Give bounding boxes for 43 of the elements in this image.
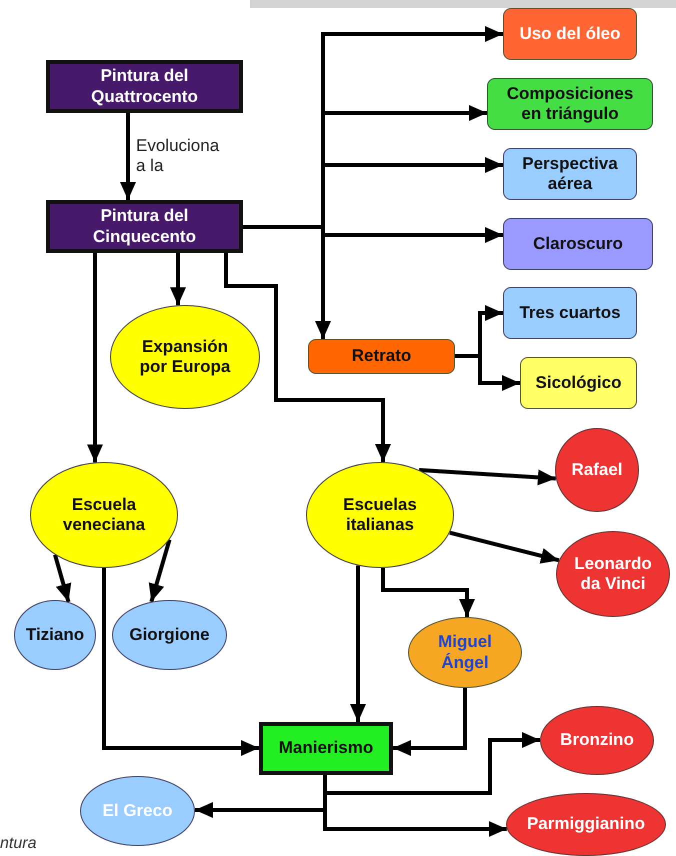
- arrow: [350, 566, 366, 722]
- arrow: [381, 568, 475, 618]
- rounded-box: [503, 287, 637, 339]
- rounded-box: [308, 339, 455, 374]
- node-label: Retrato: [352, 346, 412, 367]
- node-label: Rafael: [571, 460, 623, 480]
- node-label: Expansión por Europa: [138, 336, 232, 378]
- arrow: [102, 568, 259, 756]
- node-label: Parmiggianino: [526, 814, 646, 835]
- node-label: Uso del óleo: [519, 24, 621, 44]
- node-label: El Greco: [102, 800, 172, 822]
- arrow: [393, 688, 467, 756]
- arrow: [449, 530, 560, 564]
- arrow: [418, 468, 556, 486]
- arrow: [148, 539, 172, 602]
- process-box: [259, 722, 393, 775]
- arrow: [170, 253, 186, 306]
- process-box: [46, 200, 243, 253]
- node-label: Pintura del Quattrocento: [90, 66, 199, 107]
- node-label: Composiciones en triángulo: [506, 84, 634, 124]
- node-label: Pintura del Cinquecento: [92, 206, 197, 247]
- node-label: Giorgione: [129, 624, 210, 646]
- rounded-box: [487, 78, 653, 130]
- node-label: Escuelas italianas: [342, 494, 418, 536]
- node-label: Claroscuro: [533, 234, 623, 254]
- node-label: Sicológico: [536, 372, 622, 394]
- node-label: Tres cuartos: [519, 302, 621, 324]
- node-label: Perspectiva aérea: [521, 154, 619, 194]
- node-label: Miguel Ángel: [437, 632, 493, 673]
- node-label: Bronzino: [560, 730, 634, 751]
- node-label: Manierismo: [278, 738, 374, 759]
- node-label: Leonardo da Vinci: [573, 554, 653, 594]
- rounded-box: [520, 357, 637, 409]
- node-label: Tiziano: [26, 624, 84, 646]
- rounded-box: [503, 218, 653, 270]
- arrow: [224, 253, 391, 462]
- rounded-box: [503, 148, 637, 200]
- process-box: [46, 60, 243, 113]
- arrow: [120, 113, 136, 200]
- arrow: [87, 253, 103, 462]
- node-label: Escuela veneciana: [62, 494, 146, 536]
- arrow: [53, 554, 72, 602]
- rounded-box: [503, 8, 637, 60]
